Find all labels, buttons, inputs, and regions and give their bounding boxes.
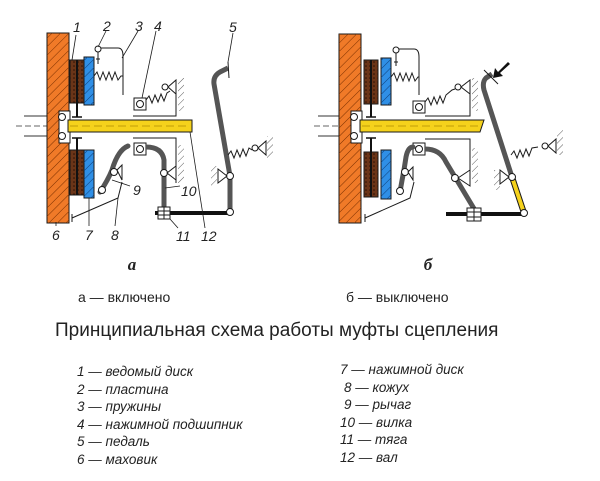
- diagram-a: 1 2 3 4 5 6 7 8 9 10 11 12 а: [16, 18, 273, 274]
- callout-6: 6: [52, 227, 60, 243]
- legend-right: 7 — нажимной диск 8 — кожух 9 — рычаг 10…: [340, 361, 464, 466]
- press-arrow-icon: [493, 62, 510, 78]
- legend-item: 1 — ведомый диск: [77, 364, 194, 379]
- lever-b: [396, 144, 416, 195]
- legend-item: 7 — нажимной диск: [340, 362, 464, 377]
- rod-b: [446, 207, 524, 222]
- pedal: [211, 61, 273, 216]
- legend-item: 2 — пластина: [77, 381, 169, 397]
- page-title: Принципиальная схема работы муфты сцепле…: [55, 320, 499, 341]
- callout-lines: [55, 30, 234, 229]
- caption-a: а — включено: [78, 289, 171, 305]
- engine-shaft-stub: [16, 115, 50, 137]
- callout-11: 11: [176, 228, 191, 244]
- callout-2: 2: [102, 18, 111, 34]
- diagram-b: б: [314, 33, 563, 274]
- release-bearing: [133, 78, 177, 156]
- flywheel: [46, 32, 71, 224]
- diagram-a-label: а: [128, 255, 137, 274]
- callout-9: 9: [133, 182, 141, 198]
- callout-7: 7: [85, 227, 94, 243]
- legend-item: 3 — пружины: [77, 399, 162, 414]
- driven-disc: [69, 59, 85, 196]
- legend-item: 5 — педаль: [77, 434, 150, 449]
- clutch-diagrams: 1 2 3 4 5 6 7 8 9 10 11 12 а: [16, 18, 563, 274]
- shaft-b: [359, 119, 485, 133]
- engine-shaft-stub-b: [314, 115, 342, 137]
- pressure-disc-b: [380, 57, 392, 200]
- legend-left: 1 — ведомый диск 2 — пластина 3 — пружин…: [77, 363, 243, 468]
- diagram-b-label: б: [424, 255, 434, 274]
- callout-8: 8: [111, 227, 119, 243]
- legend-item: 8 — кожух: [344, 379, 410, 395]
- legend-item: 11 — тяга: [340, 432, 408, 447]
- legend-item: 12 — вал: [340, 449, 398, 465]
- rod: [155, 206, 230, 220]
- legend-item: 6 — маховик: [77, 451, 158, 467]
- callout-1: 1: [73, 19, 81, 35]
- lever: [97, 143, 131, 195]
- callout-3: 3: [135, 18, 143, 34]
- shaft: [67, 119, 193, 133]
- cover-b: [364, 181, 415, 219]
- plate-and-spring: [93, 45, 124, 95]
- driven-disc-b: [363, 59, 379, 198]
- plate-and-spring-b: [390, 46, 420, 95]
- legend-item: 4 — нажимной подшипник: [77, 416, 243, 432]
- callout-4: 4: [154, 18, 162, 34]
- pedal-b: [480, 62, 563, 217]
- callout-5: 5: [229, 19, 237, 35]
- flywheel-b: [338, 33, 363, 224]
- callout-12: 12: [201, 228, 217, 244]
- caption-b: б — выключено: [346, 289, 449, 305]
- fork-b: [424, 146, 479, 214]
- callout-10: 10: [181, 183, 197, 199]
- fork: [145, 144, 177, 210]
- legend-item: 10 — вилка: [340, 414, 413, 430]
- release-bearing-b: [412, 78, 471, 156]
- legend-item: 9 — рычаг: [344, 397, 412, 412]
